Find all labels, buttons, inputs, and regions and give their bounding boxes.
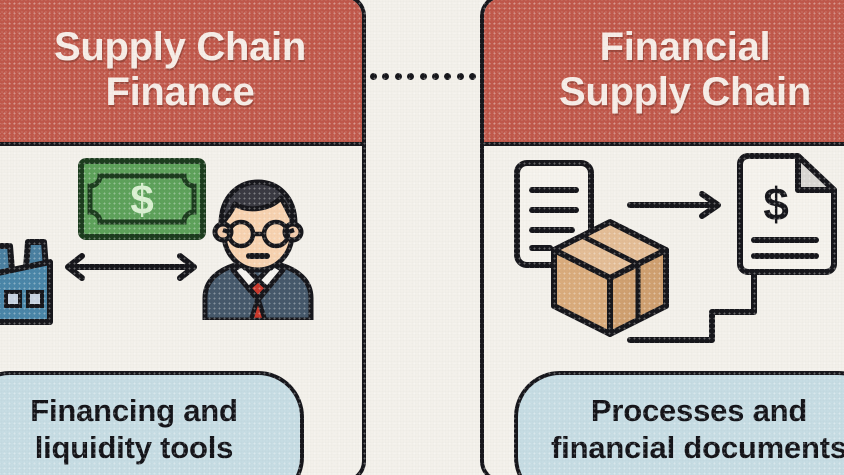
factory-icon xyxy=(0,214,90,341)
parcel-box-icon xyxy=(546,214,674,347)
panel-left-header: Supply Chain Finance xyxy=(0,0,362,146)
dot-6 xyxy=(431,72,439,80)
dotted-connector xyxy=(370,72,476,80)
dot-5 xyxy=(419,72,427,80)
dot-4 xyxy=(407,72,415,80)
caption-financing-liquidity: Financing and liquidity tools xyxy=(0,371,304,475)
panel-left-title: Supply Chain Finance xyxy=(54,25,306,114)
bidirectional-arrow-icon xyxy=(60,250,202,289)
svg-text:$: $ xyxy=(130,176,153,223)
arrow-right-icon xyxy=(626,190,726,225)
panel-left-body: $ xyxy=(0,146,362,475)
caption-processes-documents: Processes and financial documents xyxy=(514,371,844,475)
invoice-icon: $ xyxy=(732,152,842,283)
dot-8 xyxy=(456,72,464,80)
panel-right-header: Financial Supply Chain xyxy=(484,0,844,146)
panel-supply-chain-finance: Supply Chain Finance xyxy=(0,0,366,475)
dot-7 xyxy=(444,72,452,80)
elbow-return-connector xyxy=(626,246,762,363)
businessman-icon xyxy=(199,176,317,325)
panel-right-body: $ Processes and financial documents xyxy=(484,146,844,475)
dot-2 xyxy=(382,72,390,80)
dot-1 xyxy=(370,72,377,80)
banknote-icon: $ xyxy=(76,156,208,247)
panel-right-title: Financial Supply Chain xyxy=(559,25,811,114)
panel-financial-supply-chain: Financial Supply Chain xyxy=(480,0,844,475)
dot-3 xyxy=(394,72,402,80)
dot-9 xyxy=(469,72,476,80)
svg-text:$: $ xyxy=(763,178,789,230)
